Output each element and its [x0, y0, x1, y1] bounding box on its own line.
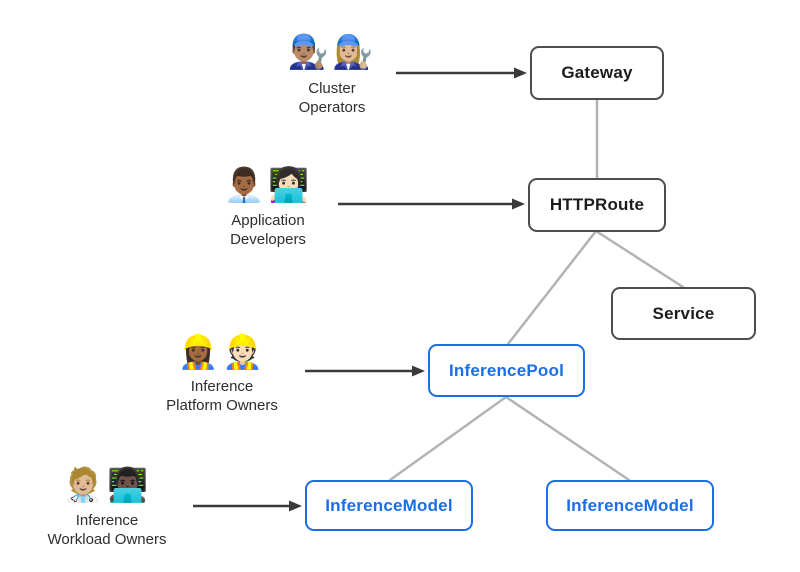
persona-inference-platform-owners-label-line-1: Inference — [190, 378, 254, 395]
persona-inference-workload-owners-label-line-1: Inference — [75, 512, 139, 529]
node-inferencepool: InferencePool — [428, 344, 585, 397]
node-gateway: Gateway — [530, 46, 664, 100]
persona-inference-platform-owners-label-line-2: Platform Owners — [166, 397, 278, 414]
mechanics-emoji: 👨🏽‍🔧👩🏼‍🔧 — [287, 33, 377, 70]
node-inferencemodel-2-label: InferenceModel — [566, 495, 694, 515]
office-worker-technologist-emoji: 👨🏾‍💼👩🏻‍💻 — [223, 166, 313, 203]
node-inferencemodel-1-label: InferenceModel — [325, 495, 453, 515]
connector-inferencepool-to-inferencemodel-2 — [504, 395, 631, 482]
node-inferencepool-label: InferencePool — [448, 360, 565, 380]
persona-cluster-operators-label-line-1: Cluster — [308, 80, 356, 97]
node-service: Service — [611, 287, 756, 340]
arrowhead-inference-platform-owners-to-inferencepool — [412, 365, 425, 377]
node-service-label: Service — [652, 303, 715, 323]
connector-httproute-to-inferencepool — [506, 229, 598, 346]
node-inferencemodel-2: InferenceModel — [546, 480, 714, 531]
arrowhead-application-developers-to-httproute — [512, 198, 525, 210]
node-inferencemodel-1: InferenceModel — [305, 480, 473, 531]
construction-workers-emoji: 👷🏾‍♀️👷🏻 — [177, 333, 267, 370]
arrowhead-cluster-operators-to-gateway — [514, 67, 527, 79]
node-gateway-label: Gateway — [561, 63, 633, 82]
connector-inferencepool-to-inferencemodel-1 — [388, 395, 508, 482]
persona-inference-workload-owners-label-line-2: Workload Owners — [47, 531, 167, 548]
arrowhead-inference-workload-owners-to-inferencemodel-1 — [289, 500, 302, 512]
node-httproute-label: HTTPRoute — [549, 195, 645, 214]
health-worker-technologist-emoji: 🧑🏼‍⚕️👨🏿‍💻 — [62, 466, 152, 503]
persona-application-developers-label-line-2: Developers — [230, 231, 306, 248]
persona-cluster-operators-label-line-2: Operators — [298, 99, 366, 116]
node-httproute: HTTPRoute — [528, 178, 666, 232]
connector-httproute-to-service — [594, 229, 685, 289]
persona-application-developers-label-line-1: Application — [231, 212, 305, 229]
